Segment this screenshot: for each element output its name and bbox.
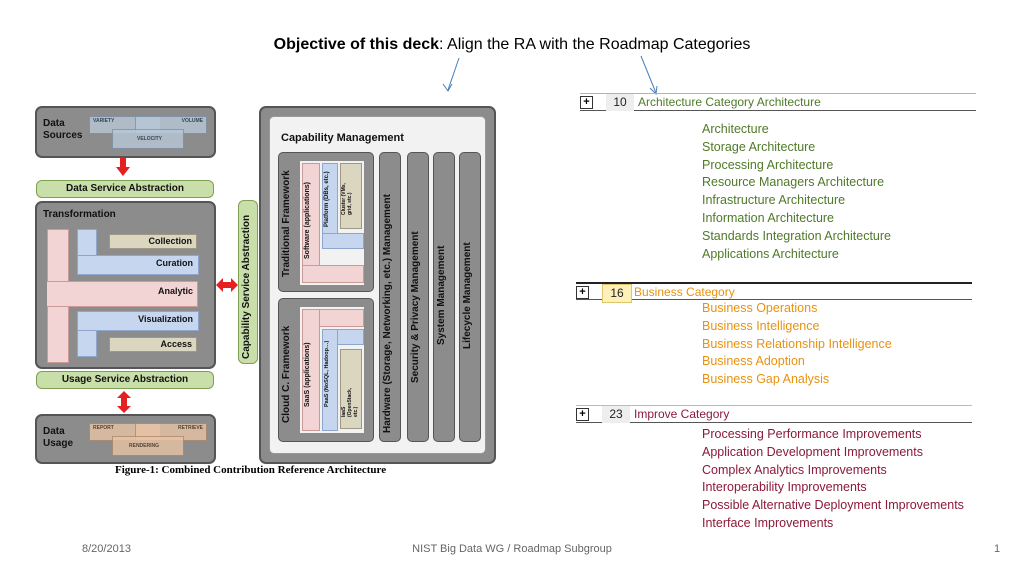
category-number: 10 (606, 94, 634, 111)
slide-title: Objective of this deck: Align the RA wit… (0, 36, 1024, 54)
footer-page-number: 1 (994, 543, 1001, 555)
security-management-bar: Security & Privacy Management (407, 152, 429, 442)
system-management-bar: System Management (433, 152, 455, 442)
usage-retrieve: RETRIEVE (177, 425, 203, 431)
transformation-box: Transformation Collection Curation Analy… (35, 201, 216, 369)
sources-volume: VOLUME (181, 118, 203, 124)
data-sources-box: Data Sources VARIETY VOLUME VELOCITY (35, 106, 216, 158)
hardware-management-bar: Hardware (Storage, Networking, etc.) Man… (379, 152, 401, 442)
list-item: Processing Performance Improvements (702, 427, 922, 441)
category-row-architecture[interactable]: + 10 Architecture Category Architecture (580, 93, 976, 111)
category-name: Architecture Category Architecture (638, 95, 821, 109)
capability-service-abstraction: Capability Service Abstraction (238, 200, 258, 364)
footer-center: NIST Big Data WG / Roadmap Subgroup (412, 543, 612, 555)
expand-icon[interactable]: + (576, 408, 589, 421)
category-number: 16 (602, 284, 632, 303)
list-item: Business Gap Analysis (702, 372, 830, 387)
access-tag: Access (109, 337, 197, 352)
category-number: 23 (602, 406, 630, 423)
lifecycle-management-bar: Lifecycle Management (459, 152, 481, 442)
list-item: Interoperability Improvements (702, 480, 867, 495)
traditional-framework-box: Traditional Framework Software (applicat… (278, 152, 374, 292)
list-item: Business Adoption (702, 354, 805, 369)
category-items-improve: Processing Performance Improvements Appl… (702, 426, 964, 533)
category-items-architecture: Architecture Storage Architecture Proces… (702, 121, 891, 263)
list-item: Complex Analytics Improvements (702, 462, 887, 477)
reference-architecture-figure: Data Sources VARIETY VOLUME VELOCITY Dat… (30, 100, 502, 476)
capability-management-box: Capability Management Traditional Framew… (259, 106, 496, 464)
usage-report: REPORT (93, 425, 114, 431)
data-usage-label: Data Usage (43, 426, 74, 449)
data-sources-label: Data Sources (43, 118, 83, 141)
list-item: Business Relationship Intelligence (702, 336, 892, 351)
double-arrow-vertical-icon (117, 391, 131, 413)
usage-service-abstraction: Usage Service Abstraction (36, 371, 214, 389)
cloud-framework-box: Cloud C. Framework SaaS (applications) P… (278, 298, 374, 442)
curation-tag: Curation (156, 258, 193, 268)
expand-icon[interactable]: + (576, 286, 589, 299)
capability-management-label: Capability Management (281, 132, 404, 144)
list-item: Information Architecture (702, 210, 835, 225)
sources-venn: VARIETY VOLUME VELOCITY (87, 114, 207, 150)
figure-caption: Figure-1: Combined Contribution Referenc… (115, 464, 387, 476)
list-item: Business Operations (702, 301, 818, 315)
list-item: Possible Alternative Deployment Improvem… (702, 498, 964, 513)
list-item: Architecture (702, 122, 769, 136)
list-item: Applications Architecture (702, 246, 839, 261)
title-bold: Objective of this deck (273, 36, 440, 53)
sources-variety: VARIETY (93, 118, 115, 124)
list-item: Storage Architecture (702, 139, 816, 154)
analytic-tag: Analytic (157, 286, 193, 296)
category-items-business: Business Operations Business Intelligenc… (702, 300, 892, 389)
list-item: Infrastructure Architecture (702, 193, 846, 208)
list-item: Business Intelligence (702, 318, 820, 333)
category-row-business[interactable]: + 16 Business Category (576, 282, 972, 303)
transformation-label: Transformation (43, 209, 116, 220)
usage-venn: REPORT RETRIEVE RENDERING (87, 421, 207, 457)
footer-date: 8/20/2013 (82, 543, 131, 555)
visualization-tag: Visualization (138, 314, 193, 324)
category-name: Improve Category (634, 407, 730, 421)
data-usage-box: Data Usage REPORT RETRIEVE RENDERING (35, 414, 216, 464)
list-item: Processing Architecture (702, 157, 834, 172)
usage-rendering: RENDERING (129, 443, 160, 449)
list-item: Standards Integration Architecture (702, 228, 892, 243)
list-item: Resource Managers Architecture (702, 175, 885, 190)
arrow-down-icon (116, 158, 130, 176)
data-service-abstraction: Data Service Abstraction (36, 180, 214, 198)
category-name: Business Category (634, 285, 735, 299)
list-item: Interface Improvements (702, 515, 834, 530)
title-rest: : Align the RA with the Roadmap Categori… (439, 36, 751, 53)
double-arrow-horizontal-icon (216, 278, 238, 292)
expand-icon[interactable]: + (580, 96, 593, 109)
list-item: Application Development Improvements (702, 444, 923, 459)
sources-velocity: VELOCITY (137, 136, 163, 142)
collection-tag: Collection (109, 234, 197, 249)
category-row-improve[interactable]: + 23 Improve Category (576, 405, 972, 423)
